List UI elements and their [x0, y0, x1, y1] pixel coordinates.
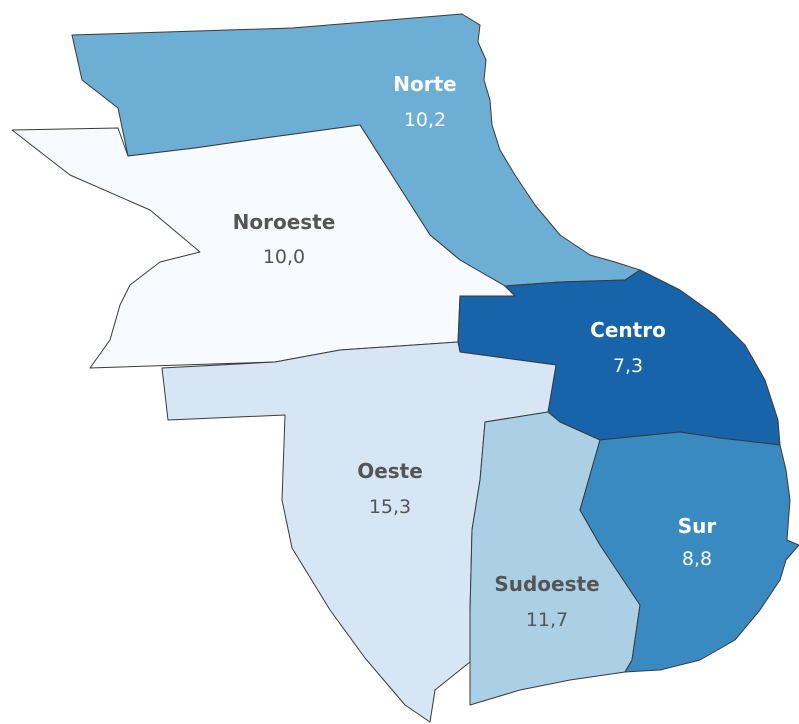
district-name-label: Norte [393, 72, 456, 96]
district-name-label: Sudoeste [494, 572, 599, 596]
label-sur: Sur 8,8 [678, 514, 717, 570]
label-sudoeste: Sudoeste 11,7 [494, 572, 599, 631]
district-sur[interactable] [579, 431, 799, 673]
district-value-label: 10,0 [263, 246, 305, 268]
label-centro: Centro 7,3 [590, 318, 666, 377]
label-oeste: Oeste 15,3 [357, 459, 423, 518]
label-norte: Norte 10,2 [393, 72, 456, 131]
district-name-label: Sur [678, 514, 717, 538]
label-noroeste: Noroeste 10,0 [233, 210, 336, 268]
district-value-label: 8,8 [682, 548, 712, 570]
district-value-label: 15,3 [369, 496, 411, 518]
district-name-label: Oeste [357, 459, 423, 483]
district-value-label: 7,3 [613, 355, 643, 377]
district-name-label: Centro [590, 318, 666, 342]
district-name-label: Noroeste [233, 210, 336, 234]
district-value-label: 10,2 [404, 109, 446, 131]
district-value-label: 11,7 [526, 609, 568, 631]
